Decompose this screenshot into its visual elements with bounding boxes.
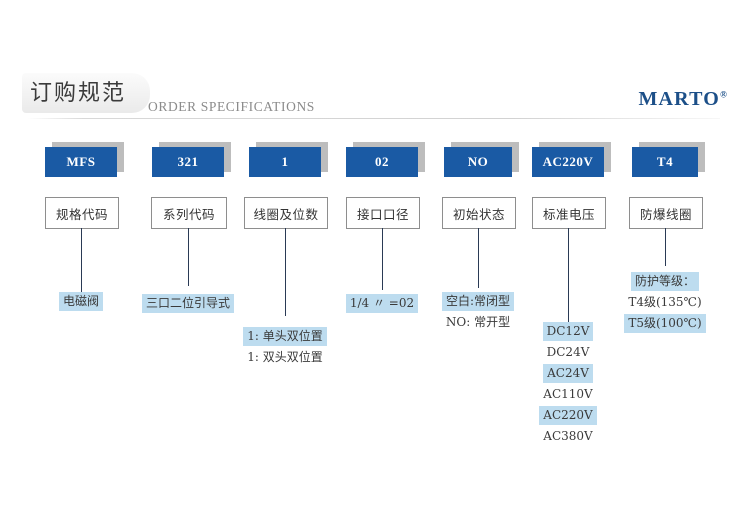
connector-line (665, 228, 666, 266)
detail-list: 1: 单头双位置 1: 双头双位置 (225, 327, 345, 369)
detail-item: AC220V (508, 406, 628, 425)
connector-line (568, 228, 569, 322)
code-box[interactable]: T4 (632, 147, 698, 177)
page-title-cn: 订购规范 (30, 81, 127, 106)
brand-logo: MARTO® (638, 88, 728, 111)
code-box[interactable]: NO (444, 147, 512, 177)
detail-item: AC110V (508, 385, 628, 404)
detail-text: AC24V (543, 364, 593, 383)
detail-text: NO: 常开型 (445, 315, 511, 329)
detail-text: T4级(135℃) (628, 295, 702, 309)
detail-text: DC12V (542, 322, 594, 341)
code-box[interactable]: AC220V (532, 147, 604, 177)
page-title-en: ORDER SPECIFICATIONS (148, 99, 315, 114)
connector-line (81, 228, 82, 298)
detail-item: DC24V (508, 343, 628, 362)
detail-text: 电磁阀 (58, 292, 103, 311)
detail-text: AC380V (543, 429, 593, 443)
label-box: 标准电压 (532, 197, 606, 229)
detail-list: DC12V DC24V AC24V AC110V AC220V AC380V (508, 322, 628, 448)
code-box[interactable]: 1 (249, 147, 321, 177)
detail-item: 防护等级： (605, 272, 725, 291)
header-banner (22, 73, 150, 113)
registered-mark-icon: ® (720, 89, 728, 100)
label-box: 线圈及位数 (244, 197, 328, 229)
detail-item: 1: 单头双位置 (225, 327, 345, 346)
detail-text: AC110V (543, 387, 593, 401)
label-box: 初始状态 (442, 197, 516, 229)
detail-text: 1/4 〃 =02 (345, 294, 419, 313)
connector-line (188, 228, 189, 286)
detail-text: 空白:常闭型 (441, 292, 515, 311)
detail-text: AC220V (539, 406, 597, 425)
detail-list: 空白:常闭型 NO: 常开型 (418, 292, 538, 334)
detail-item: NO: 常开型 (418, 313, 538, 332)
detail-list: 防护等级： T4级(135℃) T5级(100℃) (605, 272, 725, 335)
label-box: 防爆线圈 (629, 197, 703, 229)
detail-text: DC24V (546, 345, 590, 359)
detail-list: 电磁阀 (21, 292, 141, 313)
brand-name: MARTO (638, 88, 721, 110)
detail-text: 1: 单头双位置 (243, 327, 327, 346)
detail-item: AC24V (508, 364, 628, 383)
detail-list: 1/4 〃 =02 (322, 294, 442, 315)
detail-item: 电磁阀 (21, 292, 141, 311)
label-box: 接口口径 (346, 197, 420, 229)
label-box: 规格代码 (45, 197, 119, 229)
detail-text: 1: 双头双位置 (247, 350, 323, 364)
connector-line (478, 228, 479, 288)
code-box[interactable]: MFS (45, 147, 117, 177)
connector-line (285, 228, 286, 316)
code-box[interactable]: 02 (346, 147, 418, 177)
detail-item: T5级(100℃) (605, 314, 725, 333)
detail-item: 空白:常闭型 (418, 292, 538, 311)
detail-text: T5级(100℃) (624, 314, 706, 333)
connector-line (382, 228, 383, 290)
detail-text: 三口二位引导式 (141, 294, 234, 313)
code-box[interactable]: 321 (152, 147, 224, 177)
detail-text: 防护等级： (630, 272, 699, 291)
header-divider (28, 118, 720, 119)
detail-item: T4级(135℃) (605, 293, 725, 312)
detail-list: 三口二位引导式 (128, 294, 248, 315)
detail-item: AC380V (508, 427, 628, 446)
detail-item: 1: 双头双位置 (225, 348, 345, 367)
detail-item: 1/4 〃 =02 (322, 294, 442, 313)
label-box: 系列代码 (151, 197, 227, 229)
detail-item: 三口二位引导式 (128, 294, 248, 313)
detail-item: DC12V (508, 322, 628, 341)
